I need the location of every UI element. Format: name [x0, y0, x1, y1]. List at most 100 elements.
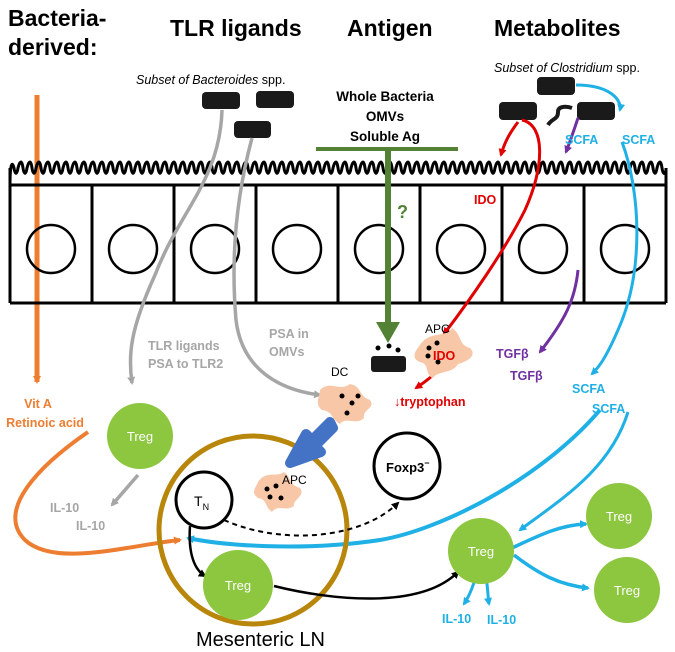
bacterium-bacteroides-1: [202, 92, 240, 109]
cell-nucleus: [25, 223, 77, 275]
apc-ln-dot: [278, 495, 284, 501]
scfa-label-b: SCFA: [622, 133, 655, 147]
treg-cell-body: [448, 518, 514, 584]
ido-arrow-down: [498, 121, 520, 157]
ido-label-apc: IDO: [433, 349, 456, 363]
psa-tlr2-label: PSA to TLR2: [148, 357, 223, 371]
naive-t-cell-label: TN: [194, 493, 209, 512]
apc-ln-body: [253, 472, 302, 512]
treg-cell-body: [586, 483, 652, 549]
treg-ln-to-treg-arrow: [273, 570, 460, 600]
treg-to-treg-lower: [512, 553, 590, 592]
bacterium-clostridium-1: [537, 77, 575, 95]
cell-nucleus: [435, 223, 487, 275]
apc-top-dot: [425, 353, 431, 359]
il10-gray-a: IL-10: [50, 501, 79, 515]
antigen-particle: [375, 345, 381, 351]
antigen-whole-bacteria: Whole Bacteria: [336, 89, 434, 104]
apc-ln-label: APC: [282, 473, 307, 487]
scfa-arrow-descend: [590, 141, 639, 376]
lymph-node-boundary: [156, 433, 350, 627]
ln-arrows: [188, 501, 460, 600]
bacterium-clostridium-3: [577, 102, 615, 120]
apc-lymph-node: APC: [253, 472, 307, 512]
treg-to-treg-upper: [511, 520, 588, 550]
treg-cell-upper-right: Treg: [586, 483, 652, 549]
bacterium-bacteroides-2: [256, 91, 294, 108]
antigen-arrowhead: [376, 322, 400, 343]
tlr-arrow-to-treg: [127, 109, 224, 385]
antigen-particle: [386, 343, 392, 349]
cell-nuclei: [25, 223, 651, 275]
retinoic-acid-label: Retinoic acid: [6, 416, 84, 430]
cell-nucleus: [353, 223, 405, 275]
dc-dot: [339, 393, 345, 399]
treg-cell-label: Treg: [606, 509, 632, 524]
treg-cell-body: [203, 550, 273, 620]
tn-to-treg-arrow: [188, 525, 207, 578]
retinoic-acid-arrow: [13, 430, 182, 556]
foxp3-cell-body: [372, 431, 442, 501]
antigen-omvs: OMVs: [366, 109, 404, 124]
cell-nucleus: [599, 223, 651, 275]
naive-t-cell-body: [174, 470, 234, 530]
tgfb-arrow-long: [538, 269, 580, 354]
clostridium-bacteria: [499, 77, 615, 127]
treg-cell-label: Treg: [225, 578, 251, 593]
header-antigen: Antigen: [347, 15, 433, 41]
scfa-label-d: SCFA: [592, 402, 625, 416]
omvs-label: OMVs: [269, 345, 304, 359]
bacteroides-subset-caption: Subset of Bacteroides spp.: [136, 73, 285, 87]
header-tlr-ligands: TLR ligands: [170, 15, 302, 41]
cell-nucleus: [107, 223, 159, 275]
header-metabolites: Metabolites: [494, 15, 621, 41]
antigen-question-mark: ?: [397, 202, 408, 222]
bacteroides-bacteria: [202, 91, 294, 138]
dc-dot: [349, 400, 355, 406]
tgfb-label-a: TGFβ: [496, 347, 529, 361]
treg-cell-central: Treg: [448, 518, 514, 584]
mesenteric-lymph-node: Mesenteric LN: [156, 433, 350, 651]
apc-top-dot: [435, 359, 441, 365]
dc-dot: [344, 410, 350, 416]
treg-cell-label: Treg: [614, 583, 640, 598]
apc-top-dot: [434, 340, 440, 346]
clostridium-subset-caption: Subset of Clostridium spp.: [494, 61, 640, 75]
antigen-sources: Whole Bacteria OMVs Soluble Ag ?: [316, 89, 458, 343]
bacterium-clostridium-2: [499, 102, 537, 120]
pathway-labels: TLR ligands PSA to TLR2 PSA in OMVs IL-1…: [6, 327, 516, 627]
tgfb-label-b: TGFβ: [510, 369, 543, 383]
antigen-bacterium: [371, 343, 406, 372]
scfa-arrow-top: [575, 83, 626, 112]
treg-cell-ln: Treg: [203, 550, 273, 620]
dc-body: [317, 384, 372, 424]
cell-nucleus: [271, 223, 323, 275]
header-bacteria-line2: derived:: [8, 34, 97, 60]
mesenteric-ln-label: Mesenteric LN: [196, 629, 325, 651]
scfa-arrow-to-treg: [518, 411, 630, 532]
treg-cells: Treg Treg Treg Treg Treg: [107, 403, 660, 623]
treg-cell-body: [594, 557, 660, 623]
treg-cell-label: Treg: [468, 544, 494, 559]
psa-arrow-to-dc: [232, 137, 322, 399]
treg-cell-label: Treg: [127, 429, 153, 444]
dendritic-cell: DC: [317, 365, 372, 424]
bacterium-bacteroides-3: [234, 121, 271, 138]
cell-walls: [90, 185, 586, 303]
il10-blue-b: IL-10: [487, 613, 516, 627]
apc-top-body: [414, 328, 473, 378]
antigen-bacterium-body: [371, 356, 406, 372]
treg-to-il10-arrow: [110, 473, 140, 507]
naive-t-cell: TN: [174, 470, 234, 530]
treg-cell-body: [107, 403, 173, 469]
il10-gray-b: IL-10: [76, 519, 105, 533]
vitamin-a-pathway: [13, 95, 182, 556]
epithelium-brush-border: [8, 160, 668, 186]
foxp3-negative-cell: Foxp3−: [372, 431, 442, 501]
cell-nucleus: [517, 223, 569, 275]
scfa-label-a: SCFA: [565, 133, 598, 147]
epithelial-layer: [8, 160, 668, 305]
dc-migration-arrow: [285, 417, 338, 468]
apc-ln-dot: [264, 486, 270, 492]
